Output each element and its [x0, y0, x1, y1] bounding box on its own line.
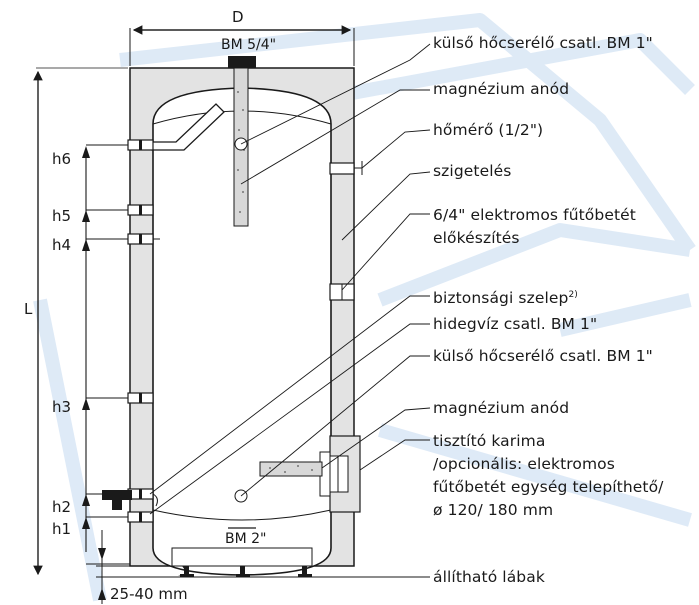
bottom-port-label: BM 2" [225, 531, 267, 547]
callout-flange-l4: ø 120/ 180 mm [433, 501, 554, 519]
callout-flange-l3: fűtőbetét egység telepíthető/ [433, 478, 664, 496]
callout-safety-valve-text: biztonsági szelep [433, 289, 569, 308]
base-frame [171, 547, 313, 567]
callout-safety-valve-sup: 2) [568, 290, 578, 300]
callout-heater-l1: 6/4" elektromos fűtőbetét [433, 206, 636, 224]
dim-h2: h2 [52, 498, 72, 516]
callout-heater-l2: előkészítés [433, 229, 520, 247]
top-port-label: BM 5/4" [221, 37, 277, 53]
callout-adjustable-feet: állítható lábak [433, 568, 545, 586]
safety-valve [102, 490, 132, 500]
callout-ext-hx-top: külső hőcserélő csatl. BM 1" [433, 34, 653, 52]
dim-D: D [232, 8, 244, 26]
cleaning-flange-box [329, 435, 361, 513]
top-port [228, 56, 256, 68]
callout-flange-l1: tisztító karima [433, 432, 546, 450]
callout-safety-valve: biztonsági szelep2) [433, 284, 578, 309]
dim-h6: h6 [52, 150, 72, 168]
callout-cold-water: hidegvíz csatl. BM 1" [433, 315, 598, 333]
tank-bottom-head [152, 509, 332, 521]
callout-anode-top: magnézium anód [433, 80, 570, 98]
adjustable-feet [178, 566, 312, 577]
dim-h5: h5 [52, 207, 72, 225]
tank-vessel [152, 87, 332, 576]
thermometer-port [329, 162, 355, 175]
callout-anode-lower: magnézium anód [433, 399, 570, 417]
callout-thermometer: hőmérő (1/2") [433, 121, 544, 139]
callout-ext-hx-bottom: külső hőcserélő csatl. BM 1" [433, 347, 653, 365]
callout-insulation: szigetelés [433, 162, 512, 180]
anode-lower [259, 461, 323, 477]
dim-h3: h3 [52, 398, 72, 416]
dim-h1: h1 [52, 520, 72, 538]
callout-flange-l2: /opcionális: elektromos [433, 455, 615, 473]
dim-h4: h4 [52, 236, 72, 254]
dim-feet-gap: 25-40 mm [110, 585, 188, 603]
dim-L: L [24, 300, 33, 318]
